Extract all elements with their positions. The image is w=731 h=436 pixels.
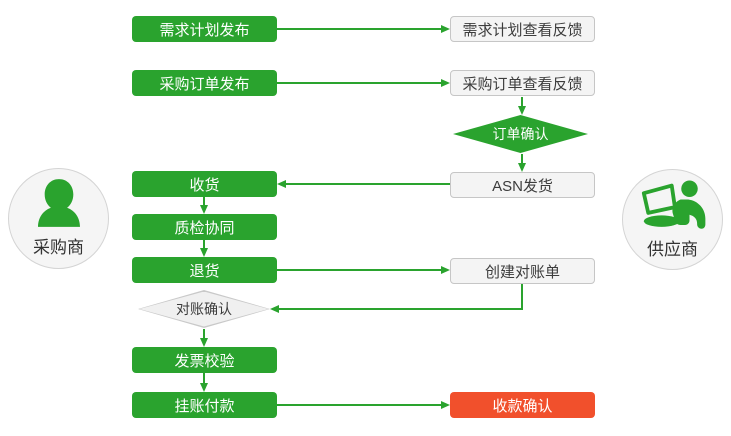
arrow-statement-to-recon-confirm <box>270 284 523 313</box>
node-order-confirm: 订单确认 <box>453 115 588 153</box>
recon-confirm-label: 对账确认 <box>176 301 232 317</box>
node-demand-publish: 需求计划发布 <box>132 16 277 42</box>
buyer-actor: 采购商 <box>8 168 109 269</box>
person-icon <box>37 179 80 232</box>
node-po-feedback: 采购订单查看反馈 <box>450 70 595 96</box>
node-return-goods: 退货 <box>132 257 277 283</box>
node-receipt-confirm: 收款确认 <box>450 392 595 418</box>
person-laptop-icon <box>640 179 706 234</box>
node-po-publish: 采购订单发布 <box>132 70 277 96</box>
node-demand-feedback: 需求计划查看反馈 <box>450 16 595 42</box>
supplier-actor: 供应商 <box>622 169 723 270</box>
node-asn-ship: ASN发货 <box>450 172 595 198</box>
supplier-label: 供应商 <box>647 240 698 259</box>
node-create-statement: 创建对账单 <box>450 258 595 284</box>
node-quality-collab: 质检协同 <box>132 214 277 240</box>
node-recon-confirm: 对账确认 <box>138 290 270 328</box>
node-payment-on-account: 挂账付款 <box>132 392 277 418</box>
buyer-label: 采购商 <box>33 238 84 257</box>
node-invoice-check: 发票校验 <box>132 347 277 373</box>
node-receive: 收货 <box>132 171 277 197</box>
